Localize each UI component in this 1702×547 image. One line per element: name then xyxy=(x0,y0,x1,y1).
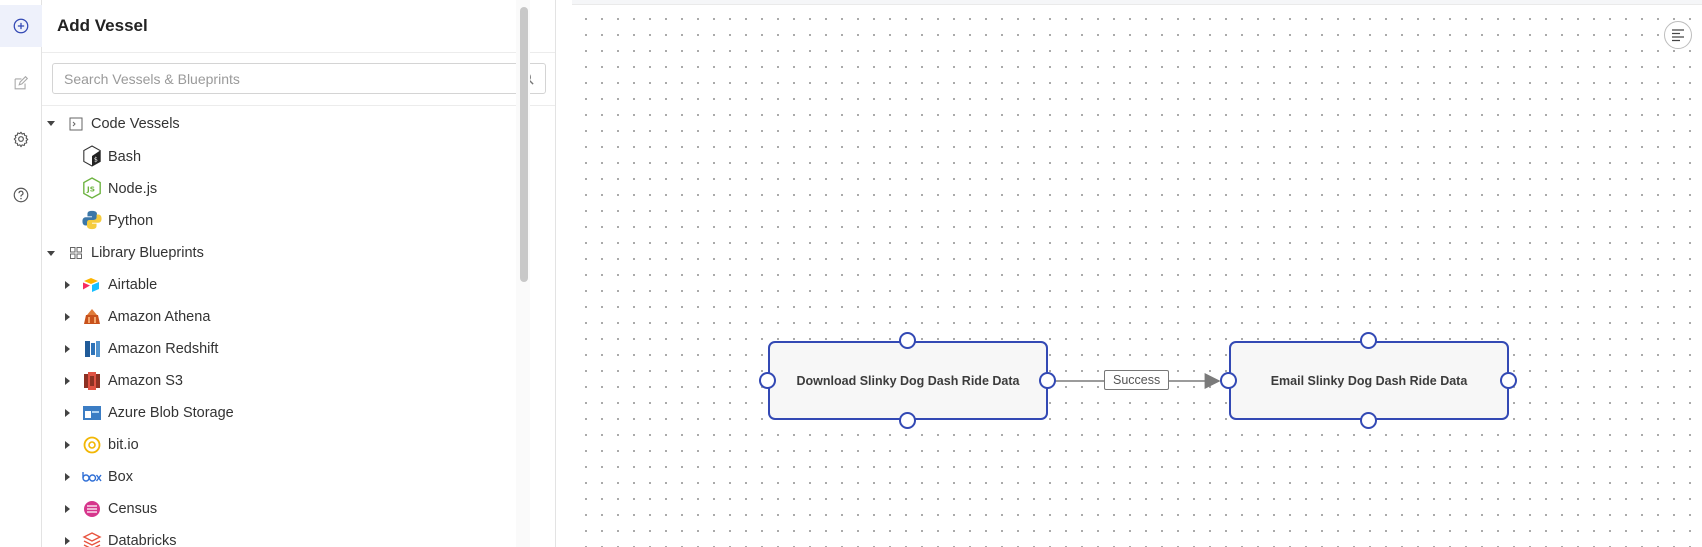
help-circle-icon xyxy=(13,187,29,203)
census-icon xyxy=(82,499,102,519)
tree-item-census[interactable]: Census xyxy=(42,493,555,525)
panel-header: Add Vessel xyxy=(42,0,555,53)
tree-item-label: Node.js xyxy=(108,181,158,197)
tree-item-label: Airtable xyxy=(108,277,158,293)
tree-item-box[interactable]: Box xyxy=(42,461,555,493)
edge-layer xyxy=(1048,373,1221,389)
tree-item-label: Amazon Redshift xyxy=(108,341,219,357)
plus-circle-icon xyxy=(13,18,29,34)
settings-rail-button[interactable] xyxy=(0,118,42,160)
tree-item-databricks[interactable]: Databricks xyxy=(42,525,555,547)
outline-menu-icon xyxy=(1672,29,1684,42)
chevron-right-icon[interactable] xyxy=(65,313,70,321)
tree-item-bash[interactable]: $ Bash xyxy=(42,141,555,173)
tree-group-library-blueprints[interactable]: Library Blueprints xyxy=(42,237,555,269)
tree-group-label: Library Blueprints xyxy=(91,245,204,261)
panel-scrollbar[interactable] xyxy=(516,0,530,547)
vessel-node-download[interactable]: Download Slinky Dog Dash Ride Data xyxy=(768,341,1048,420)
tree-group-label: Code Vessels xyxy=(91,115,180,132)
chevron-right-icon[interactable] xyxy=(65,377,70,385)
tree-item-label: Databricks xyxy=(108,533,177,547)
tree-item-label: Census xyxy=(108,501,158,517)
icon-rail xyxy=(0,0,42,547)
flow-canvas[interactable]: Download Slinky Dog Dash Ride Data Succe… xyxy=(572,4,1702,547)
tree-item-amazon-s3[interactable]: Amazon S3 xyxy=(42,365,555,397)
tree-item-label: bit.io xyxy=(108,437,139,453)
chevron-right-icon[interactable] xyxy=(65,473,70,481)
canvas-menu-button[interactable] xyxy=(1664,21,1692,49)
vessel-tree: Code Vessels $ Bash JS Node.js Python xyxy=(42,106,555,547)
azure-blob-icon xyxy=(82,403,102,423)
chevron-right-icon[interactable] xyxy=(65,345,70,353)
tree-item-label: Amazon Athena xyxy=(108,309,211,325)
chevron-right-icon[interactable] xyxy=(65,441,70,449)
svg-text:JS: JS xyxy=(86,185,95,194)
node-port-right[interactable] xyxy=(1039,372,1056,389)
python-icon xyxy=(82,210,102,230)
tree-group-code-vessels[interactable]: Code Vessels xyxy=(42,106,555,141)
nodejs-icon: JS xyxy=(82,177,102,199)
tree-item-amazon-athena[interactable]: Amazon Athena xyxy=(42,301,555,333)
search-bar xyxy=(42,53,555,106)
scrollbar-thumb[interactable] xyxy=(520,7,528,282)
tree-item-nodejs[interactable]: JS Node.js xyxy=(42,173,555,205)
node-port-bottom[interactable] xyxy=(899,412,916,429)
help-rail-button[interactable] xyxy=(0,174,42,216)
chevron-right-icon[interactable] xyxy=(65,537,70,545)
gear-icon xyxy=(13,131,29,148)
edge-label[interactable]: Success xyxy=(1104,370,1170,390)
svg-text:$: $ xyxy=(94,156,98,163)
box-icon xyxy=(82,467,102,487)
amazon-redshift-icon xyxy=(82,339,102,359)
tree-item-label: Box xyxy=(108,469,133,485)
chevron-right-icon[interactable] xyxy=(65,409,70,417)
airtable-icon xyxy=(82,275,102,295)
amazon-athena-icon xyxy=(82,307,102,327)
node-port-top[interactable] xyxy=(1360,332,1377,349)
search-box xyxy=(52,63,546,94)
tree-item-label: Amazon S3 xyxy=(108,373,183,389)
search-input[interactable] xyxy=(53,64,545,93)
chevron-down-icon[interactable] xyxy=(47,251,55,256)
tree-item-bitio[interactable]: bit.io xyxy=(42,429,555,461)
node-label: Download Slinky Dog Dash Ride Data xyxy=(796,373,1020,388)
bash-icon: $ xyxy=(82,145,102,167)
canvas-top-border xyxy=(572,0,1702,4)
tree-item-python[interactable]: Python xyxy=(42,205,555,237)
add-vessel-panel: Add Vessel Code Vessels $ Bash xyxy=(42,0,556,547)
panel-title: Add Vessel xyxy=(57,16,148,35)
amazon-s3-icon xyxy=(82,371,102,391)
tree-item-airtable[interactable]: Airtable xyxy=(42,269,555,301)
node-label: Email Slinky Dog Dash Ride Data xyxy=(1270,373,1468,388)
chevron-down-icon[interactable] xyxy=(47,121,55,126)
tree-item-label: Bash xyxy=(108,149,142,165)
edit-rail-button[interactable] xyxy=(0,62,42,104)
node-port-left[interactable] xyxy=(759,372,776,389)
tree-item-amazon-redshift[interactable]: Amazon Redshift xyxy=(42,333,555,365)
grid-icon xyxy=(66,243,86,263)
databricks-icon xyxy=(82,531,102,547)
node-port-left[interactable] xyxy=(1220,372,1237,389)
node-port-right[interactable] xyxy=(1500,372,1517,389)
tree-item-label: Azure Blob Storage xyxy=(108,405,234,421)
node-port-bottom[interactable] xyxy=(1360,412,1377,429)
tree-item-azure-blob-storage[interactable]: Azure Blob Storage xyxy=(42,397,555,429)
tree-item-label: Python xyxy=(108,213,154,229)
terminal-icon xyxy=(66,114,86,134)
add-vessel-rail-button[interactable] xyxy=(0,5,42,47)
vessel-node-email[interactable]: Email Slinky Dog Dash Ride Data xyxy=(1229,341,1509,420)
node-port-top[interactable] xyxy=(899,332,916,349)
bitio-icon xyxy=(82,435,102,455)
chevron-right-icon[interactable] xyxy=(65,505,70,513)
chevron-right-icon[interactable] xyxy=(65,281,70,289)
edit-icon xyxy=(14,75,29,90)
